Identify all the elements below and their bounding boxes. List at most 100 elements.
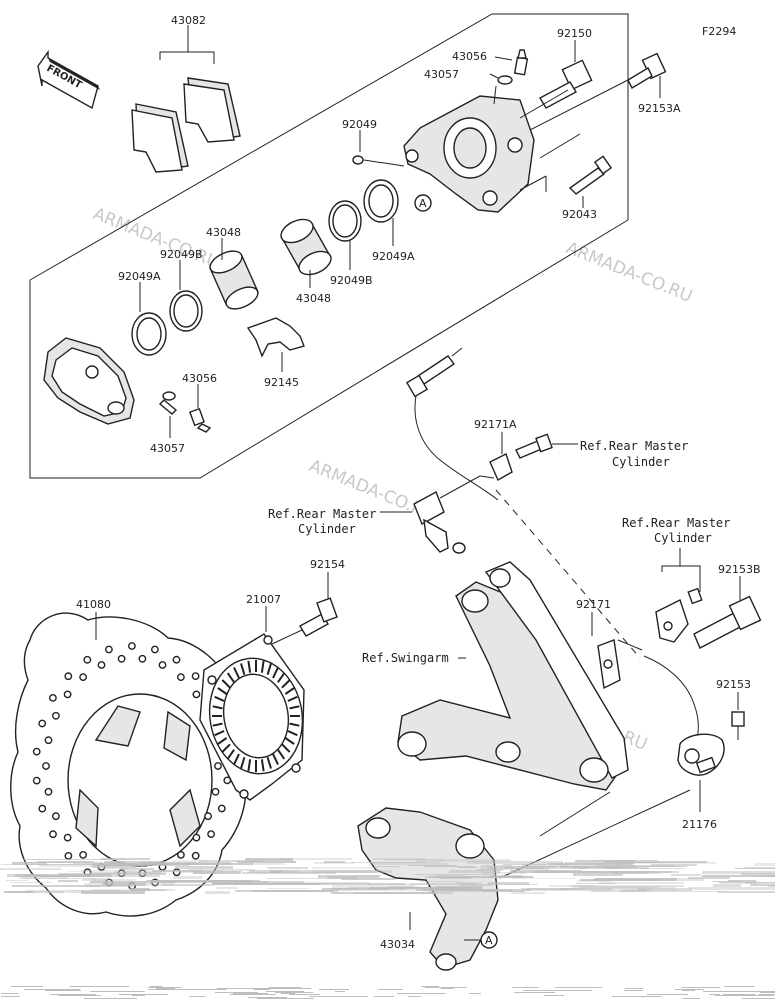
noise-streak [369,863,448,865]
disc-hole [207,830,216,838]
pad-spring-92145: 92145 [246,317,305,389]
seal-a-left: 92049A [118,270,167,356]
noise-streak [504,866,544,869]
noise-streak [512,987,539,988]
noise-streak [267,878,344,879]
noise-streak [647,994,688,995]
callout-21007: 21007 [246,593,281,606]
rotor-slot [272,753,279,765]
watermark-1: ARMADA-CO.RU [90,204,222,273]
noise-streak [523,990,581,991]
bolt-92153B: 92153B [693,563,762,649]
callout-43056-top: 43056 [452,50,487,63]
noise-streak [267,888,309,889]
disc-hole [52,812,60,821]
noise-streak [372,858,425,860]
noise-streak [615,871,660,874]
noise-streak [335,991,345,992]
rotor-slot [277,672,286,683]
disc-hole [127,642,136,650]
callout-92171A: 92171A [474,418,517,431]
disc-hole [150,645,159,654]
noise-streak [441,988,454,989]
noise-streak [715,995,774,996]
rotor-slot [240,663,246,675]
callout-43057-bottom: 43057 [150,442,185,455]
callout-92043: 92043 [562,208,597,221]
callout-92049B-right: 92049B [330,274,373,287]
callout-43048-right: 43048 [296,292,331,305]
noise-streak [329,888,351,891]
noise-streak [92,865,136,868]
ref-rear-master-3-line1: Ref.Rear Master [622,516,730,530]
noise-streak [130,889,167,891]
noise-streak [50,994,96,995]
callout-41080: 41080 [76,598,111,611]
disc-hole [191,672,200,680]
watermark-2: ARMADA-CO.RU [563,238,695,307]
noise-streak [255,863,285,865]
noise-streak [702,871,775,874]
noise-streak [258,997,287,998]
noise-streak [162,884,213,886]
noise-streak [12,862,103,863]
noise-streak [119,994,168,995]
noise-streak [560,987,602,988]
disc-hole [217,804,226,813]
noise-streak [456,882,482,884]
rotor-slot [221,679,231,689]
seal-b-left: 92049B [160,248,203,332]
rotor-slot [221,743,231,753]
noise-streak [6,891,64,893]
noise-streak [173,876,202,879]
noise-streak [409,865,457,866]
rotor-slot [247,660,252,673]
noise-streak [12,885,101,887]
disc-hole [138,654,147,663]
rotor-slot [284,687,295,695]
noise-streak [216,887,238,889]
noise-streak [349,889,447,891]
bolt-92153: 92153 [716,678,751,740]
noise-streak [1,993,18,994]
ref-marker-a-top: A [414,194,432,212]
noise-streak [267,867,308,869]
noise-streak [619,891,723,892]
callout-92049A-left: 92049A [118,270,161,283]
noise-streak [368,884,434,885]
noise-streak [592,885,684,887]
clamp-92171A: 92171A [474,418,578,481]
callout-92153A: 92153A [638,102,681,115]
noise-streak [594,860,658,861]
noise-streak [374,996,394,997]
noise-streak [702,875,775,877]
noise-streak [312,867,378,869]
noise-streak [595,865,675,867]
noise-streak [744,867,775,868]
noise-streak [682,990,695,991]
noise-streak [70,871,137,872]
noise-streak [408,996,421,997]
disc-hole [105,645,113,654]
noise-streak [480,867,513,868]
rotor-slot [260,660,265,673]
callout-92150: 92150 [557,27,592,40]
caliper-bracket: 43034 [357,807,499,971]
noise-streak [467,861,563,864]
ref-rear-master-1-line2: Cylinder [612,455,670,469]
noise-streak [591,890,647,892]
noise-streak [385,859,445,861]
noise-streak [281,993,295,994]
noise-streak [268,988,311,989]
noise-streak [469,993,481,994]
noise-streak [332,885,415,888]
noise-streak [573,886,676,889]
noise-streak [333,888,359,889]
ref-rear-master-2-line1: Ref.Rear Master [268,507,376,521]
disc-hole [44,736,53,745]
rotor-slot [226,672,235,683]
noise-streak [421,986,439,987]
noise-streak [148,987,182,988]
caliper-assembly-frame [29,13,629,479]
